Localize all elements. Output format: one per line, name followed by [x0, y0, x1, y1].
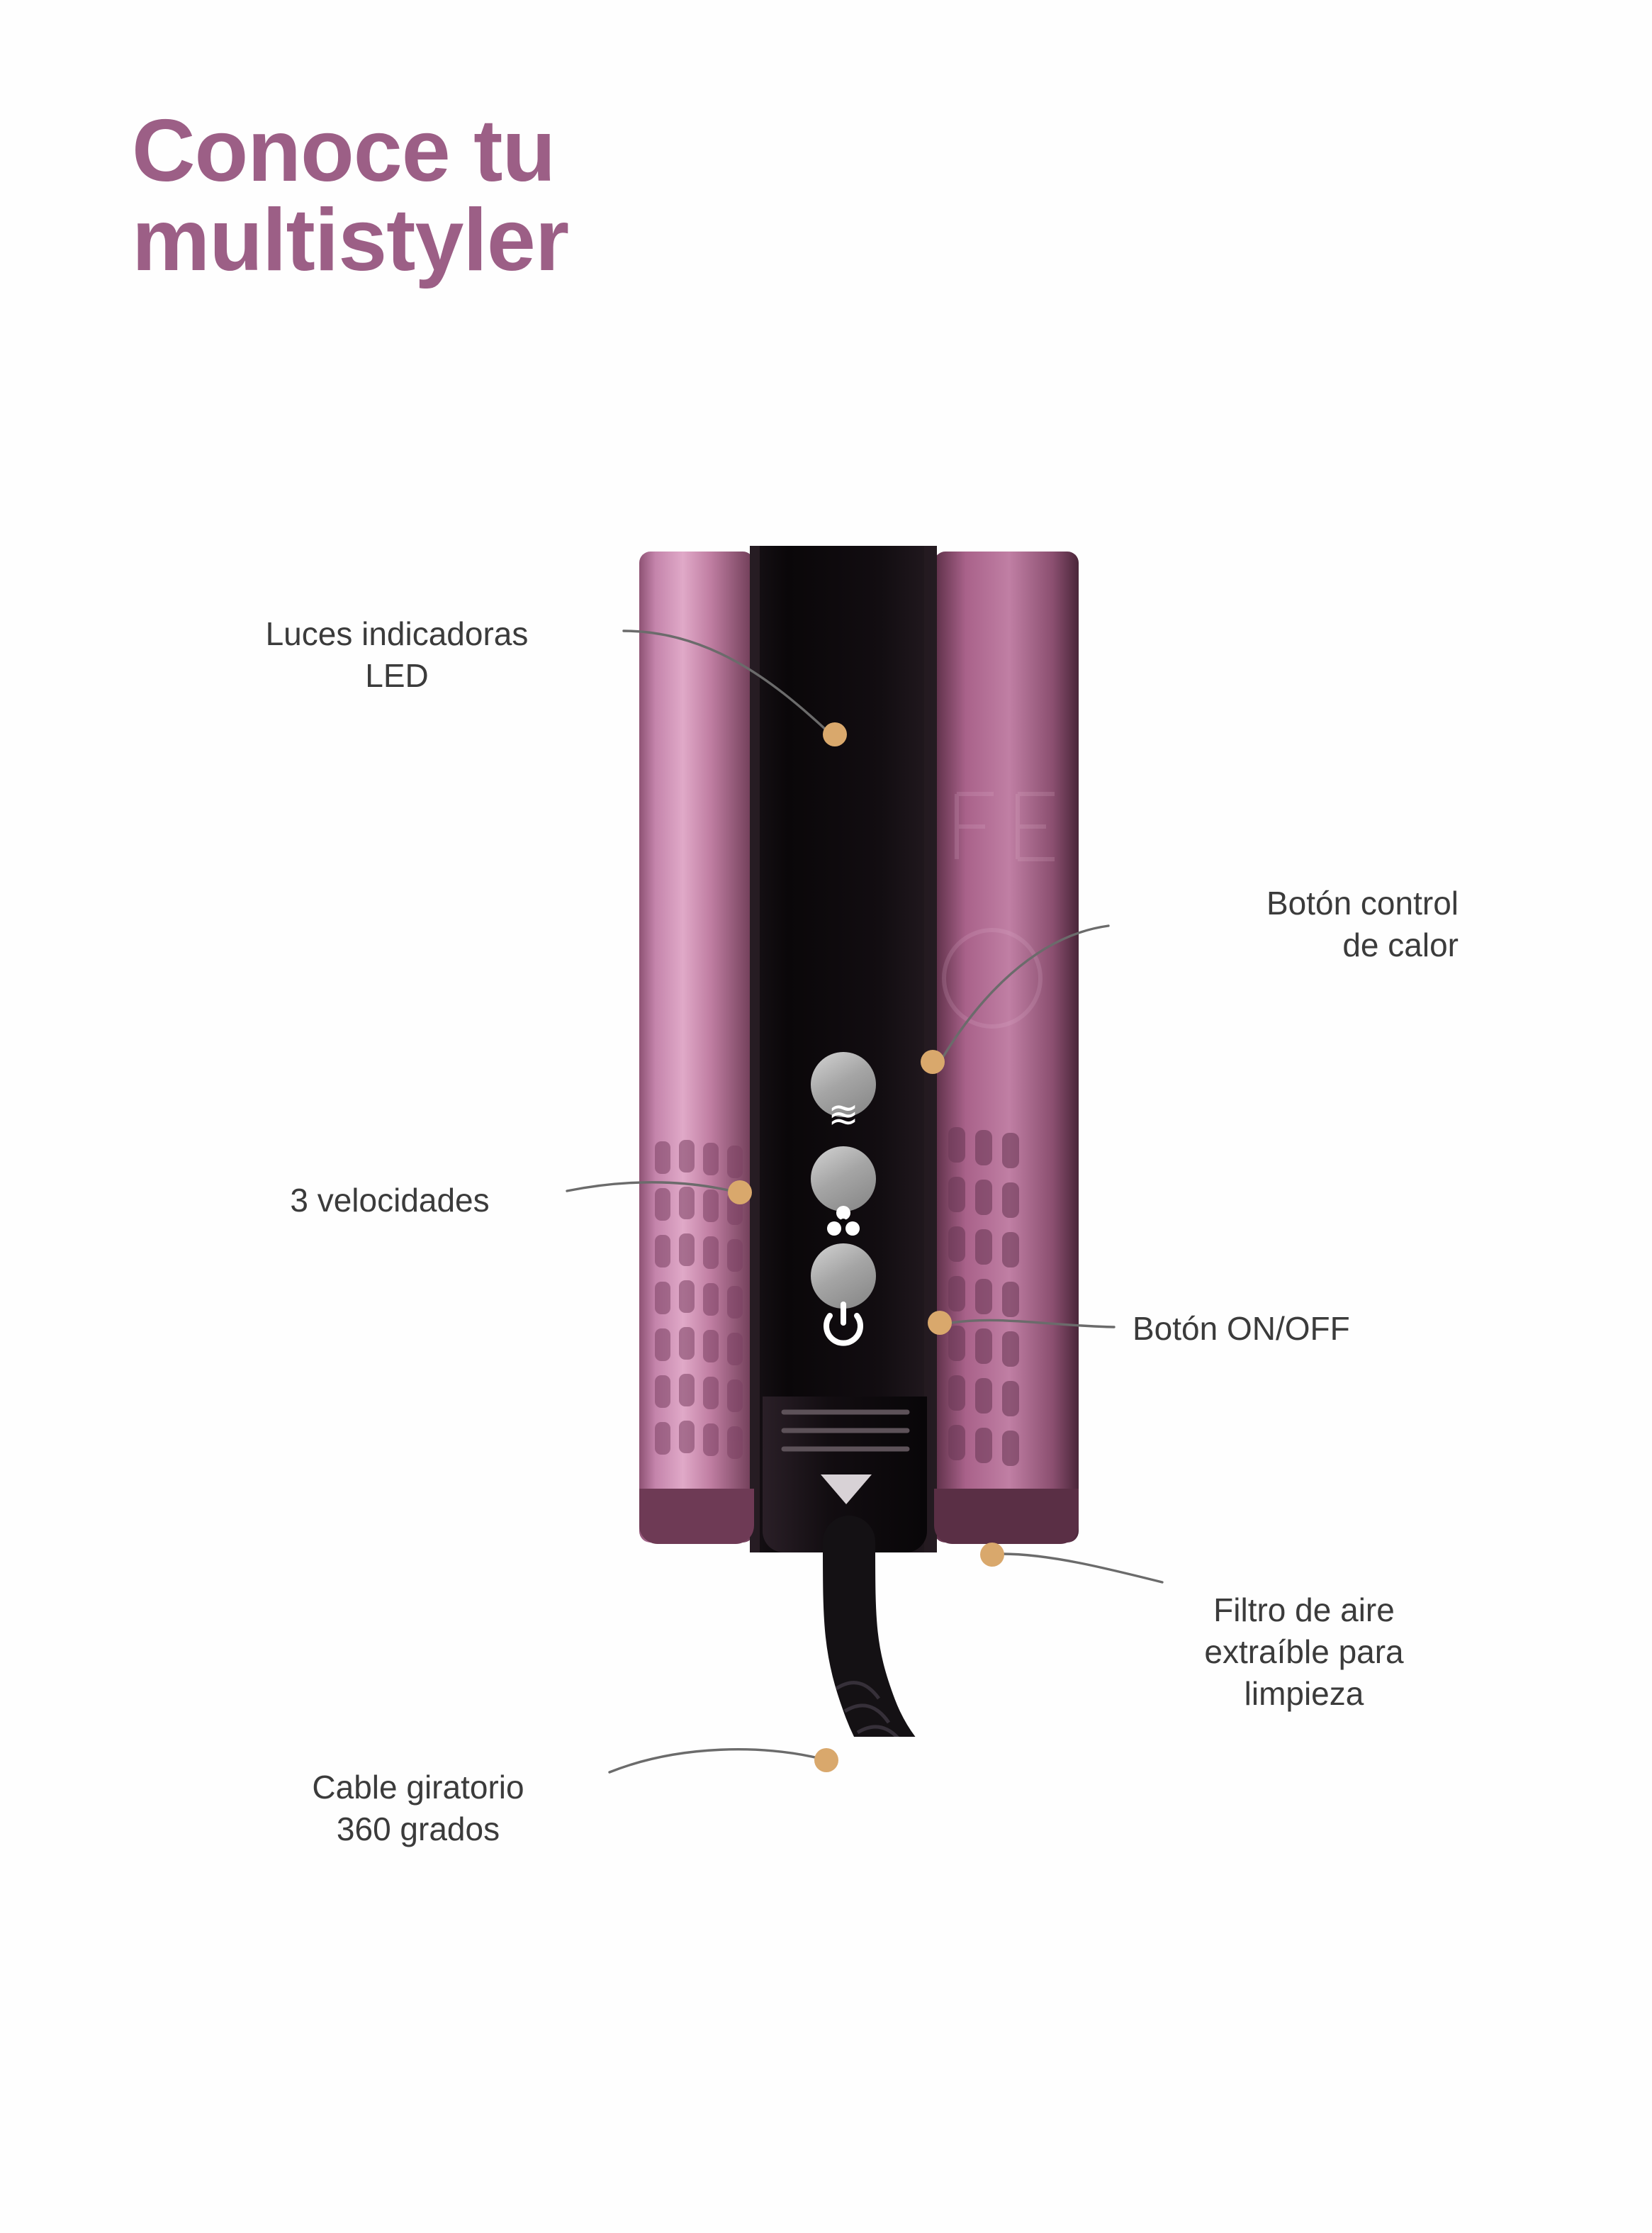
page-title: Conoce tu multistyler [132, 102, 569, 290]
callout-cable-giratorio: Cable giratorio 360 grados [312, 1769, 524, 1847]
dot-filtro-de-aire [980, 1543, 1004, 1567]
dot-tres-velocidades [728, 1180, 752, 1204]
dot-boton-control-de-calor [921, 1050, 945, 1074]
dot-cable-giratorio [814, 1748, 838, 1772]
callout-boton-on-off: Botón ON/OFF [1133, 1310, 1350, 1347]
callout-tres-velocidades: 3 velocidades [290, 1182, 490, 1219]
product-illustration: ≋ [624, 546, 1189, 1859]
callout-filtro-de-aire: Filtro de aire extraíble para limpieza [1204, 1591, 1404, 1712]
callout-boton-control-de-calor: Botón control de calor [1266, 885, 1459, 963]
dot-luces-indicadoras-led [823, 722, 847, 746]
callout-luces-indicadoras-led: Luces indicadoras LED [265, 615, 529, 694]
dot-boton-on-off [928, 1311, 952, 1335]
svg-text:≋: ≋ [828, 1094, 859, 1136]
